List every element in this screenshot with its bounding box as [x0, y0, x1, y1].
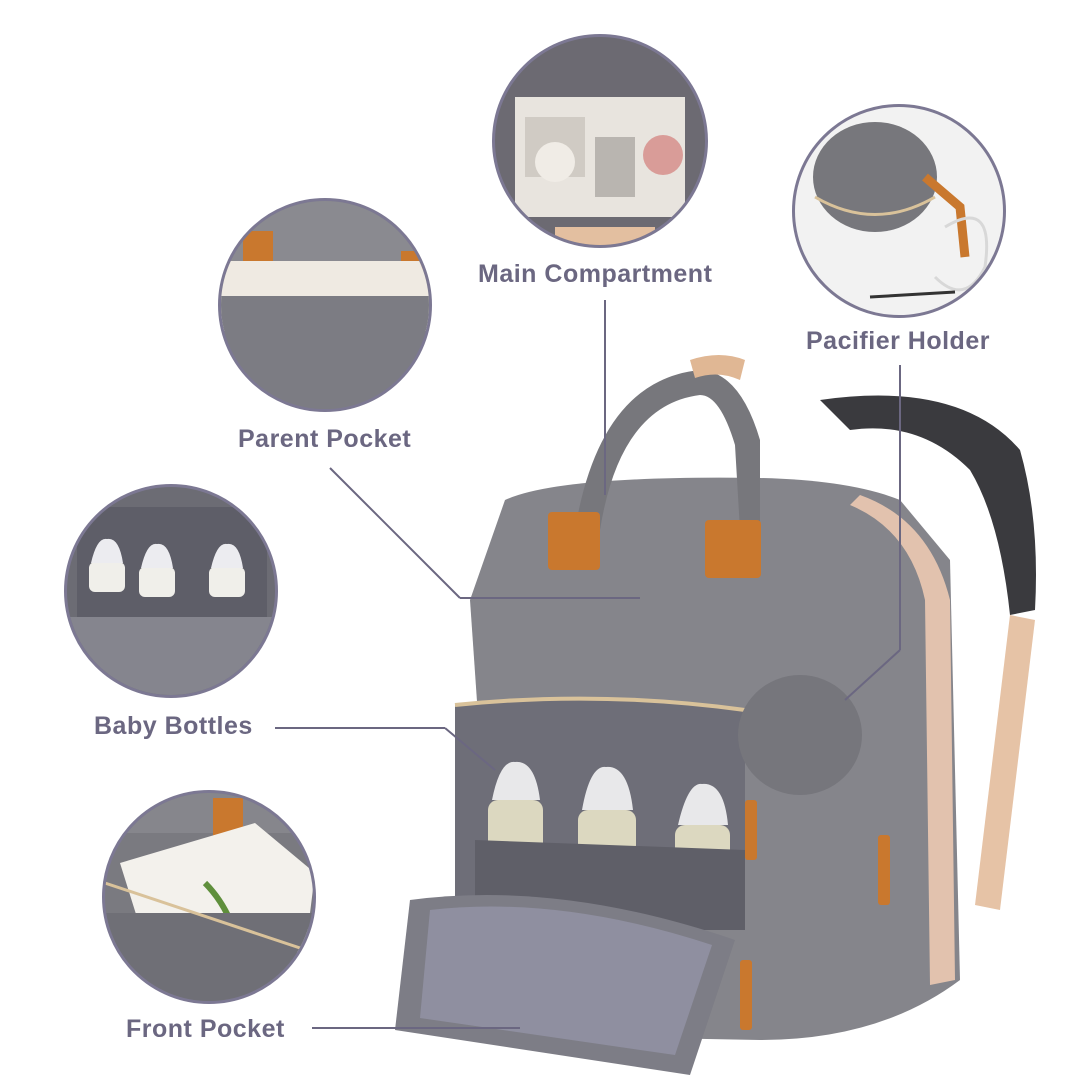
shoulder-strap	[820, 395, 1036, 615]
pacifier-holder-label: Pacifier Holder	[806, 327, 990, 355]
side-trim	[850, 495, 955, 985]
baby-bottles	[475, 761, 745, 930]
baby-bottles-label: Baby Bottles	[94, 712, 253, 740]
leather-tab-right	[705, 520, 761, 578]
front-pocket-detail-image	[102, 790, 316, 1004]
baby-bottles-detail-image	[64, 484, 278, 698]
parent-pocket-label: Parent Pocket	[238, 425, 412, 453]
strap-webbing	[975, 615, 1035, 910]
pacifier-pouch	[738, 675, 862, 795]
parent-pocket-detail-image	[218, 198, 432, 412]
leather-tab-left	[548, 512, 600, 570]
pacifier-holder-detail-image	[792, 104, 1006, 318]
main-compartment-detail-image	[492, 34, 708, 248]
main-compartment-label: Main Compartment	[478, 260, 713, 288]
front-pocket-label: Front Pocket	[126, 1015, 285, 1043]
